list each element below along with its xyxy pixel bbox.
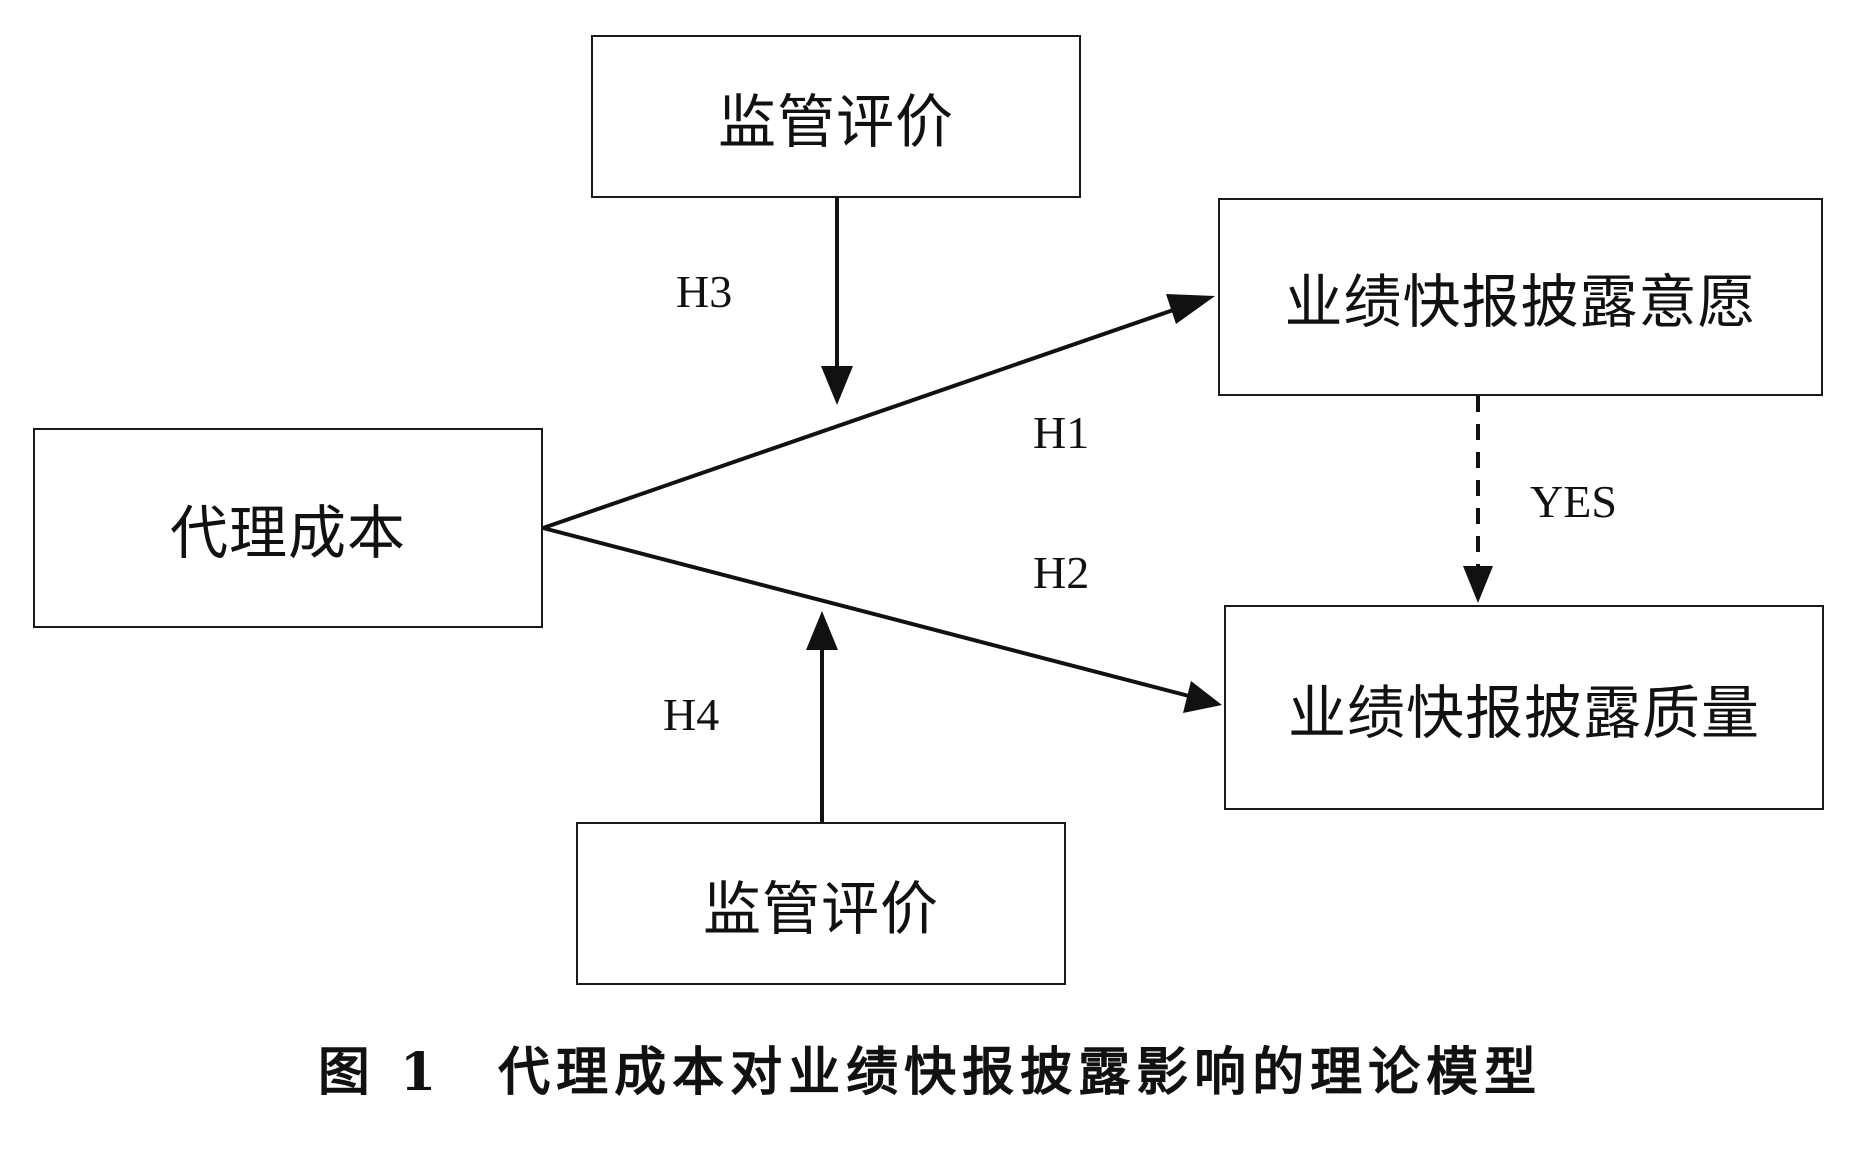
- hypothesis-h1-label: H1: [1033, 407, 1090, 458]
- figure-title: 代理成本对业绩快报披露影响的理论模型: [498, 1042, 1543, 1103]
- disclosure-willingness-box: 业绩快报披露意愿: [1218, 198, 1823, 396]
- dashed-arrow-willingness-to-quality: [1463, 396, 1493, 603]
- agency-cost-label: 代理成本: [169, 499, 406, 567]
- supervision-bottom-box: 监管评价: [576, 822, 1066, 985]
- figure-number: 图 1: [317, 1042, 443, 1103]
- arrow-supervision-bottom-up: [806, 611, 838, 822]
- arrow-agency-to-quality: [542, 526, 1222, 713]
- hypothesis-h2-label: H2: [1033, 547, 1090, 598]
- disclosure-willingness-label: 业绩快报披露意愿: [1284, 268, 1757, 336]
- disclosure-quality-box: 业绩快报披露质量: [1224, 605, 1824, 810]
- agency-cost-box: 代理成本: [33, 428, 543, 628]
- disclosure-quality-label: 业绩快报披露质量: [1287, 678, 1760, 747]
- hypothesis-h3-label: H3: [676, 266, 733, 317]
- figure-caption: 图 1 代理成本对业绩快报披露影响的理论模型: [0, 1030, 1860, 1105]
- supervision-top-box: 监管评价: [591, 35, 1081, 198]
- yes-label: YES: [1530, 476, 1617, 527]
- arrow-supervision-top-down: [821, 198, 853, 405]
- hypothesis-h4-label: H4: [663, 689, 720, 740]
- arrow-agency-to-willingness: [542, 294, 1215, 530]
- supervision-bottom-label: 监管评价: [702, 874, 939, 943]
- supervision-top-label: 监管评价: [717, 87, 954, 156]
